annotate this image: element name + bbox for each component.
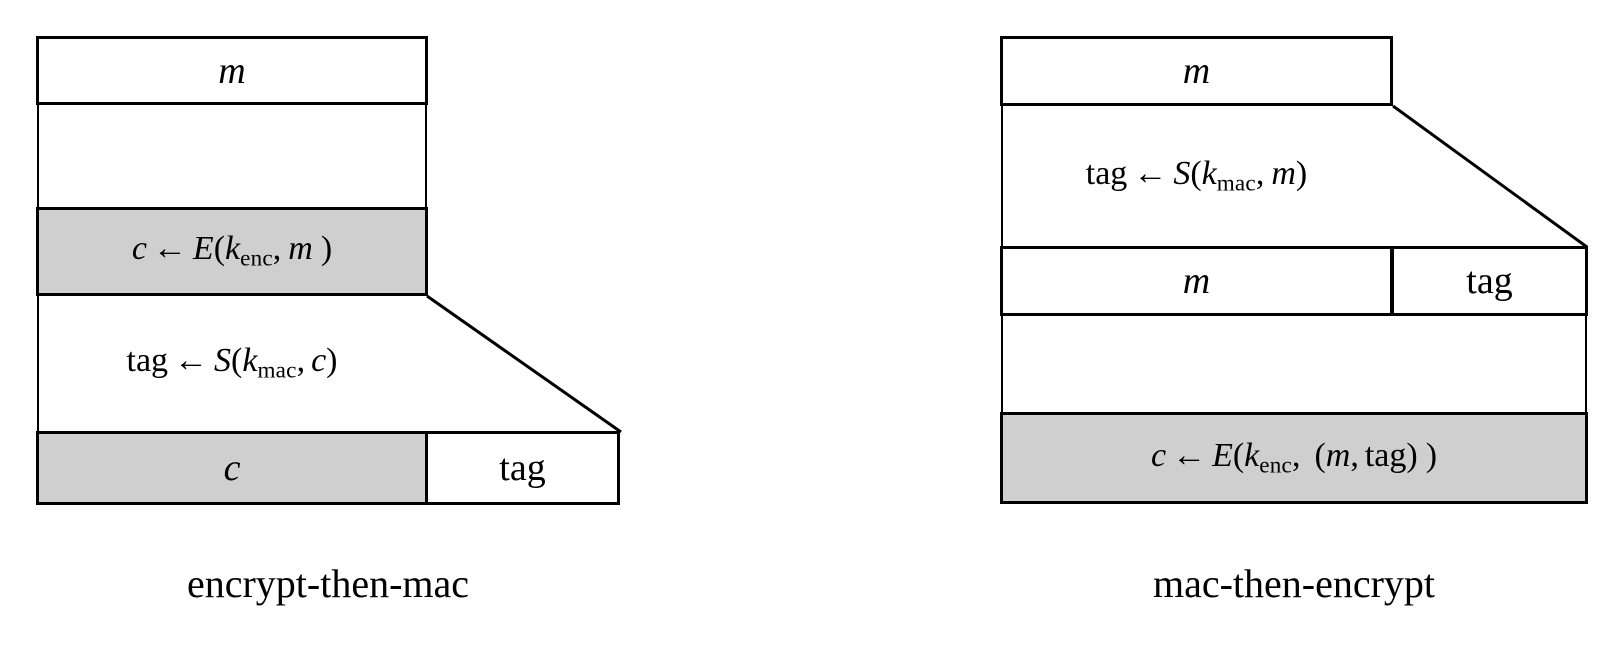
mte-encrypt-arg-comma: , [1350, 436, 1359, 474]
etm-encrypt-arg: m [288, 230, 313, 268]
mte-encrypt-key-sub: enc [1259, 452, 1292, 479]
left-rail-upper [37, 102, 39, 210]
etm-encrypt-label: c←E(kenc,m) [132, 232, 332, 271]
etm-mac-output: tag [126, 342, 169, 380]
mte-mac-output: tag [1085, 154, 1128, 192]
etm-encrypt-comma: , [272, 230, 282, 268]
mte-encrypt-arg-close-paren: ) [1406, 436, 1418, 474]
etm-tag-cell: tag [425, 431, 620, 505]
etm-mac-key-sub: mac [257, 357, 297, 384]
mte-mac-close-paren: ) [1295, 154, 1308, 192]
etm-mac-arrow: ← [174, 342, 209, 380]
mte-message-label: m [1182, 260, 1211, 302]
etm-input-message-box: m [36, 36, 428, 105]
etm-mac-func: S [214, 342, 232, 380]
mte-diagonal-connector [1392, 104, 1588, 249]
mte-left-rail-lower [1001, 315, 1003, 413]
etm-encrypt-key-sub: enc [240, 245, 273, 272]
mte-encrypt-box: c←E(kenc,(m,tag)) [1000, 412, 1588, 504]
right-rail-upper [425, 102, 427, 210]
etm-encrypt-box: c←E(kenc,m) [36, 207, 428, 296]
mte-encrypt-open-paren: ( [1232, 436, 1245, 474]
mte-encrypt-output: c [1150, 436, 1167, 474]
etm-input-message-label: m [218, 49, 246, 92]
etm-encrypt-close-paren: ) [320, 230, 333, 268]
mte-mac-arrow: ← [1133, 154, 1168, 192]
mte-input-message-box: m [1000, 36, 1393, 106]
etm-encrypt-output: c [131, 230, 147, 268]
mte-encrypt-arg-open-paren: ( [1314, 436, 1326, 474]
etm-encrypt-func: E [192, 230, 214, 268]
etm-mac-close-paren: ) [326, 342, 338, 380]
etm-ciphertext-label: c [223, 447, 241, 489]
mte-left-rail-upper [1001, 103, 1003, 249]
mte-encrypt-arg-first: m [1325, 436, 1351, 474]
mte-mac-func: S [1173, 154, 1191, 192]
mte-encrypt-close-paren: ) [1425, 436, 1438, 474]
etm-mac-arg: c [311, 342, 327, 380]
mte-mac-label: tag←S(kmac,m) [1086, 155, 1307, 197]
mte-mac-open-paren: ( [1190, 154, 1202, 192]
left-rail-lower [37, 293, 39, 434]
etm-mac-comma: , [296, 342, 306, 380]
mte-right-rail-lower [1585, 315, 1587, 413]
mte-encrypt-comma: , [1291, 436, 1301, 474]
etm-mac-open-paren: ( [231, 342, 243, 380]
mte-encrypt-label: c←E(kenc,(m,tag)) [1150, 436, 1438, 479]
mte-tag-cell: tag [1391, 246, 1588, 316]
etm-ciphertext-cell: c [36, 431, 428, 505]
panel-encrypt-then-mac: m c←E(kenc,m) tag←S(kmac,c) c tag encryp… [0, 0, 700, 648]
mte-tag-label: tag [1466, 260, 1513, 302]
mte-encrypt-func: E [1212, 436, 1233, 474]
etm-caption: encrypt-then-mac [186, 561, 470, 606]
etm-encrypt-open-paren: ( [213, 230, 226, 268]
mte-encrypt-arg-second: tag [1364, 436, 1407, 474]
etm-diagonal-connector [426, 294, 622, 434]
mte-mac-key-base: k [1201, 154, 1217, 192]
etm-mac-key-base: k [242, 342, 258, 380]
etm-mac-step-region: tag←S(kmac,c) [36, 296, 428, 431]
mte-mac-key-sub: mac [1216, 170, 1256, 197]
etm-encrypt-key-base: k [225, 230, 241, 268]
mte-encrypt-key-base: k [1244, 436, 1260, 474]
mte-message-cell: m [1000, 246, 1393, 316]
mte-mac-step-region: tag←S(kmac,m) [1000, 106, 1393, 246]
mte-encrypt-arrow: ← [1172, 436, 1207, 474]
mte-input-message-label: m [1182, 50, 1211, 92]
etm-mac-label: tag←S(kmac,c) [127, 342, 338, 384]
mte-caption: mac-then-encrypt [1152, 561, 1436, 606]
mte-mac-arg: m [1271, 154, 1296, 192]
etm-tag-label: tag [499, 447, 546, 489]
etm-encrypt-arrow: ← [152, 230, 187, 268]
mte-mac-comma: , [1255, 154, 1265, 192]
